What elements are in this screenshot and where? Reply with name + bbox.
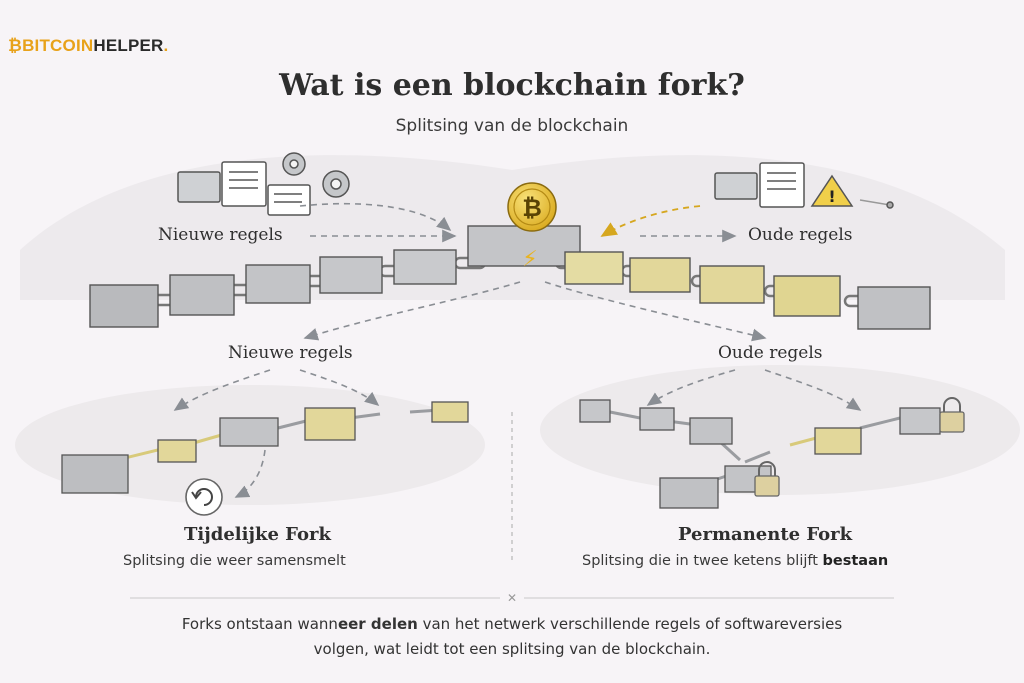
arrow-center-to-right	[544, 281, 767, 342]
footer-line-2: volgen, wat leidt tot een splitsing van …	[313, 640, 711, 658]
documents-warning-icon	[714, 162, 894, 209]
brand-dot: .	[163, 36, 169, 55]
arrow-left-loop	[234, 449, 266, 498]
arrow-left-down-right	[299, 369, 380, 407]
temporary-fork-title: Tijdelijke Fork	[184, 524, 331, 545]
arrow-center-to-left	[303, 281, 521, 341]
bitcoin-logo-icon: ₿	[8, 36, 23, 55]
permanent-fork-subtitle-bold: bestaan	[822, 553, 889, 569]
bitcoin-symbol: ₿	[522, 194, 542, 222]
brand-logo: ₿BITCOINHELPER.	[8, 36, 168, 56]
bitcoin-coin-icon	[507, 182, 557, 232]
temporary-fork-subtitle: Splitsing die weer samensmelt	[123, 553, 346, 569]
page-title: Wat is een blockchain fork?	[279, 68, 745, 103]
footer-line-1-bold: eer delen	[337, 615, 418, 633]
brand-word-helper: HELPER	[93, 36, 164, 55]
lightning-icon: ⚡	[522, 247, 537, 272]
label-new-rules-top: Nieuwe regels	[158, 225, 283, 245]
label-old-rules-top: Oude regels	[748, 225, 853, 245]
arrow-left-down-left	[173, 369, 271, 411]
permanent-fork-title: Permanente Fork	[678, 524, 853, 545]
temporary-fork-chain	[61, 401, 469, 494]
warning-mark: !	[828, 187, 835, 206]
permanent-fork-chain	[579, 397, 965, 509]
permanent-fork-subtitle: Splitsing die in twee ketens blijft best…	[582, 553, 888, 569]
merge-undo-icon	[185, 478, 223, 516]
footer-line-1-a: Forks ontstaan wann	[181, 615, 338, 633]
footer-line-1: Forks ontstaan wanneer delen van het net…	[0, 612, 1024, 637]
permanent-fork-subtitle-text: Splitsing die in twee ketens blijft	[582, 553, 823, 569]
footer-line-1-c: van het netwerk verschillende regels of …	[417, 615, 843, 633]
arrow-top-right-gold	[600, 205, 701, 237]
page-subtitle: Splitsing van de blockchain	[395, 116, 629, 136]
padlock-icon-top	[939, 397, 965, 433]
padlock-icon-bottom	[754, 461, 780, 497]
footer-text: Forks ontstaan wanneer delen van het net…	[0, 612, 1024, 662]
label-old-rules-middle: Oude regels	[718, 343, 823, 363]
svg-text:✕: ✕	[507, 591, 517, 605]
footer-divider: ✕	[130, 591, 894, 605]
brand-word-bitcoin: BITCOIN	[22, 36, 94, 55]
arrow-right-down-right	[764, 369, 862, 411]
main-chain	[89, 225, 931, 330]
label-new-rules-middle: Nieuwe regels	[228, 343, 353, 363]
documents-gears-icon	[177, 152, 350, 216]
